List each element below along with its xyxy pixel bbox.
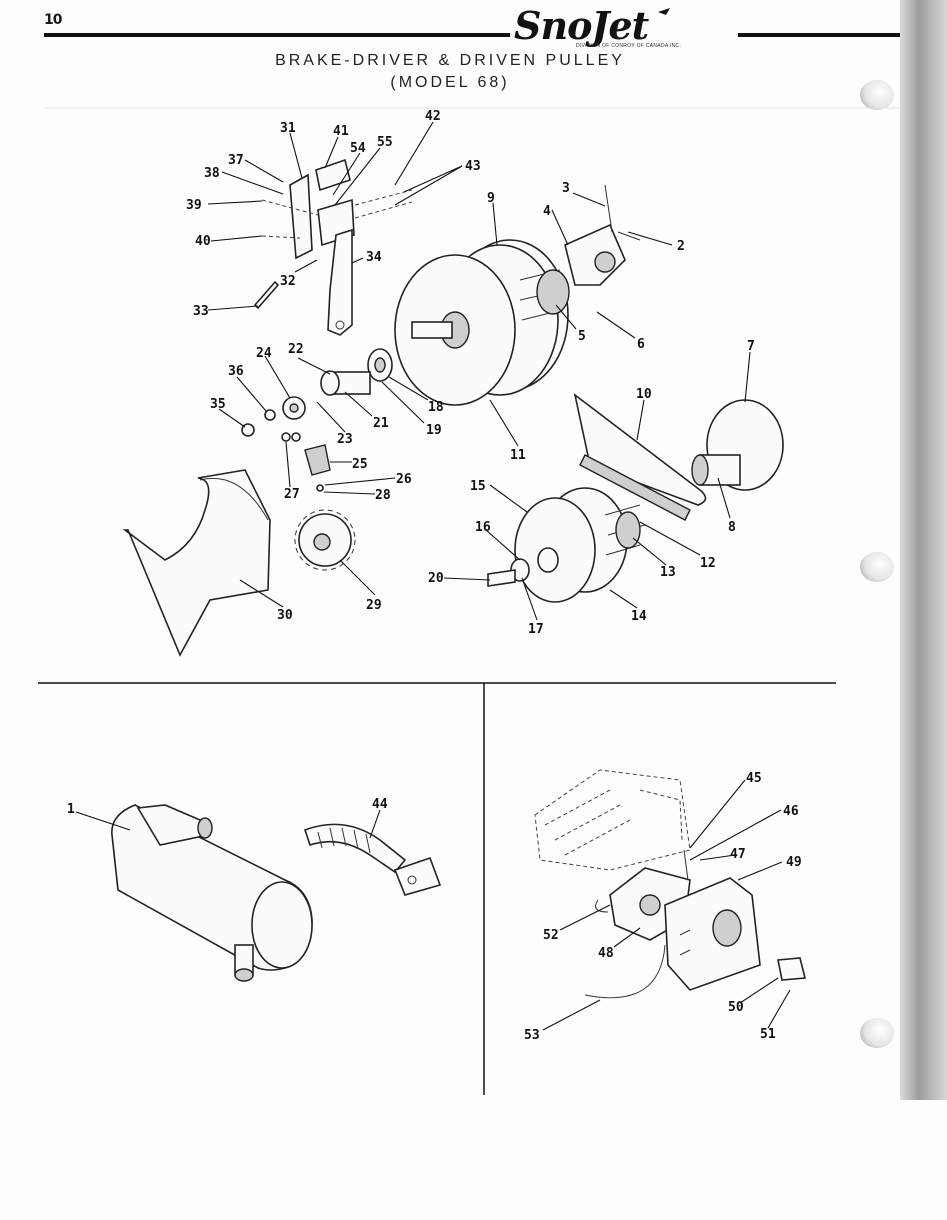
- callout-41: 41: [333, 124, 349, 139]
- callout-24: 24: [256, 346, 272, 361]
- page-title: BRAKE-DRIVER & DRIVEN PULLEY: [275, 52, 625, 69]
- callout-27: 27: [284, 487, 300, 502]
- callout-leaders: [75, 121, 791, 1031]
- callout-50: 50: [728, 1000, 744, 1015]
- callout-25: 25: [352, 457, 368, 472]
- callout-13: 13: [660, 565, 676, 580]
- callout-54: 54: [350, 141, 366, 156]
- driven-pulley-front: [487, 487, 646, 603]
- callout-labels: 31 41 42 54 55 43 37 38 39 40 32 34 33 3…: [67, 109, 802, 1043]
- exhaust-pipe: [303, 823, 442, 896]
- header-rule-left: [44, 33, 510, 37]
- callout-4: 4: [543, 204, 551, 219]
- callout-43: 43: [465, 159, 481, 174]
- callout-46: 46: [783, 804, 799, 819]
- callout-28: 28: [375, 488, 391, 503]
- callout-6: 6: [637, 337, 645, 352]
- callout-29: 29: [366, 598, 382, 613]
- callout-45: 45: [746, 771, 762, 786]
- callout-35: 35: [210, 397, 226, 412]
- callout-18: 18: [428, 400, 444, 415]
- callout-31: 31: [280, 121, 296, 136]
- air-silencer: [664, 877, 761, 991]
- callout-48: 48: [598, 946, 614, 961]
- brand-logo-art: SnoJet: [514, 3, 670, 48]
- callout-23: 23: [337, 432, 353, 447]
- driver-pulley: [394, 239, 570, 406]
- callout-22: 22: [288, 342, 304, 357]
- callout-51: 51: [760, 1027, 776, 1042]
- sprocket: [294, 509, 356, 571]
- callout-3: 3: [562, 181, 570, 196]
- engine-outline: [534, 769, 691, 871]
- callout-32: 32: [280, 274, 296, 289]
- clutch-spider: [564, 184, 641, 286]
- page-edge-shadow: [900, 0, 947, 1100]
- callout-38: 38: [204, 166, 220, 181]
- svg-text:SnoJet: SnoJet: [514, 6, 650, 48]
- callout-11: 11: [510, 448, 526, 463]
- callout-10: 10: [636, 387, 652, 402]
- callout-44: 44: [372, 797, 388, 812]
- brand-tagline: DIVISION OF CONROY OF CANADA INC.: [576, 43, 682, 49]
- chain-guard: [122, 469, 271, 657]
- callout-1: 1: [67, 802, 75, 817]
- callout-36: 36: [228, 364, 244, 379]
- callout-12: 12: [700, 556, 716, 571]
- callout-15: 15: [470, 479, 486, 494]
- callout-5: 5: [578, 329, 586, 344]
- brand-logo: SnoJet: [510, 3, 735, 55]
- callout-30: 30: [277, 608, 293, 623]
- callout-8: 8: [728, 520, 736, 535]
- page-subtitle: (MODEL 68): [390, 74, 510, 91]
- driven-pulley-rear: [691, 399, 784, 491]
- binder-hole-bottom: [860, 1018, 894, 1048]
- hub-and-bearing: [241, 348, 393, 437]
- callout-7: 7: [747, 339, 755, 354]
- drive-belt: [573, 393, 707, 521]
- callout-2: 2: [677, 239, 685, 254]
- callout-33: 33: [193, 304, 209, 319]
- callout-49: 49: [786, 855, 802, 870]
- header-rule-right: [738, 33, 900, 37]
- callout-42: 42: [425, 109, 441, 124]
- callout-20: 20: [428, 571, 444, 586]
- binder-hole-top: [860, 80, 894, 110]
- brake-lever-assembly: [253, 158, 413, 336]
- callout-40: 40: [195, 234, 211, 249]
- callout-14: 14: [631, 609, 647, 624]
- callout-55: 55: [377, 135, 393, 150]
- callout-34: 34: [366, 250, 382, 265]
- callout-47: 47: [730, 847, 746, 862]
- page-number: 10: [44, 12, 63, 28]
- fuel-line-and-clip: [584, 944, 807, 999]
- callout-16: 16: [475, 520, 491, 535]
- callout-37: 37: [228, 153, 244, 168]
- callout-26: 26: [396, 472, 412, 487]
- callout-19: 19: [426, 423, 442, 438]
- callout-53: 53: [524, 1028, 540, 1043]
- muffler: [111, 804, 313, 982]
- callout-9: 9: [487, 191, 495, 206]
- callout-17: 17: [528, 622, 544, 637]
- callout-52: 52: [543, 928, 559, 943]
- callout-39: 39: [186, 198, 202, 213]
- callout-21: 21: [373, 416, 389, 431]
- chain-link-parts: [281, 432, 331, 492]
- binder-hole-middle: [860, 552, 894, 582]
